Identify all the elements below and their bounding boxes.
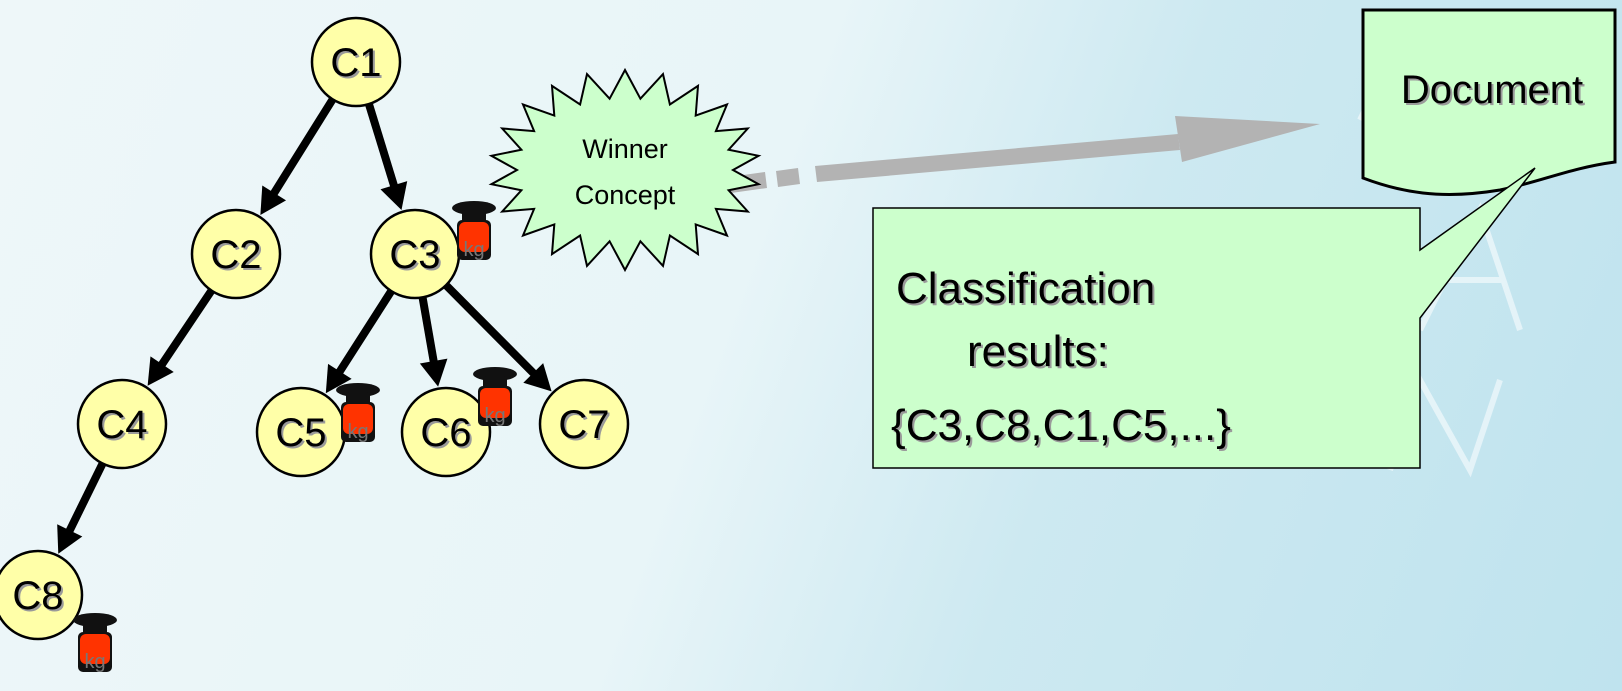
weight-unit-label: kg xyxy=(84,651,105,673)
edge-line xyxy=(418,296,439,366)
callout-line-2: results: xyxy=(967,327,1109,376)
weight-icons: kg kg kg kg xyxy=(73,201,517,673)
node-circle xyxy=(310,16,402,108)
weight-icon: kg xyxy=(336,383,380,443)
document-label: Document xyxy=(1401,68,1583,112)
node-label-shadow: C6 xyxy=(422,413,473,457)
edge-line xyxy=(268,97,337,199)
edge-line xyxy=(64,461,107,536)
arrowhead xyxy=(523,363,552,392)
classification-results-callout: Classification Classification results: r… xyxy=(872,167,1536,469)
edge-C3-C7 xyxy=(443,282,552,392)
node-label-shadow: C2 xyxy=(212,235,263,279)
node-label-shadow: C8 xyxy=(14,576,65,620)
node-circle xyxy=(538,378,630,470)
node-label-shadow: C4 xyxy=(98,405,149,449)
node-label: C7 xyxy=(558,403,609,447)
node-label-shadow: C5 xyxy=(277,413,328,457)
weight-icon: kg xyxy=(473,367,517,427)
node-label-shadow: C7 xyxy=(560,405,611,449)
arrowhead xyxy=(260,185,287,215)
node-label-shadow: C1 xyxy=(332,43,383,87)
edge-C4-C8 xyxy=(57,461,107,554)
node-label: C2 xyxy=(210,233,261,277)
weight-icon: kg xyxy=(452,201,496,261)
callout-line-1: Classification xyxy=(896,264,1155,313)
node-circle xyxy=(0,549,84,641)
edge-C2-C4 xyxy=(147,288,215,386)
weight-icon: kg xyxy=(73,613,117,673)
tree-edges xyxy=(57,97,552,554)
node-label: C4 xyxy=(96,403,147,447)
node-label: C5 xyxy=(275,411,326,455)
node-label-shadow: C3 xyxy=(391,235,442,279)
weight-unit-label: kg xyxy=(484,405,505,427)
edge-C3-C6 xyxy=(418,296,448,387)
edge-C1-C3 xyxy=(365,102,408,211)
weight-unit-label: kg xyxy=(347,421,368,443)
node-circle xyxy=(76,378,168,470)
edge-line xyxy=(365,102,399,191)
node-label: C1 xyxy=(330,41,381,85)
arrowhead xyxy=(419,358,448,387)
arrowhead xyxy=(147,356,174,386)
node-label: C8 xyxy=(12,574,63,618)
callout-line-1-shadow: Classification xyxy=(898,266,1157,315)
document-shape: Document Document xyxy=(1361,8,1617,196)
edge-line xyxy=(334,288,395,377)
node-circle xyxy=(400,386,492,478)
arrowhead xyxy=(57,524,83,554)
edge-line xyxy=(443,282,539,379)
document-label-shadow: Document xyxy=(1403,70,1585,114)
winner-to-document-arrow xyxy=(722,116,1320,194)
edge-line xyxy=(156,288,215,370)
callout-line-3-shadow: {C3,C8,C1,C5,...} xyxy=(893,403,1233,452)
callout-line-3: {C3,C8,C1,C5,...} xyxy=(891,401,1231,450)
callout-line-2-shadow: results: xyxy=(969,329,1111,378)
weight-unit-label: kg xyxy=(463,239,484,261)
edge-C1-C2 xyxy=(260,97,337,215)
winner-concept-burst: Winner Concept xyxy=(488,67,762,273)
burst-line-1: Winner xyxy=(582,134,668,164)
node-label: C6 xyxy=(420,411,471,455)
edge-C3-C5 xyxy=(325,288,395,394)
burst-line-2: Concept xyxy=(575,180,676,210)
arrowhead xyxy=(325,363,352,394)
arrowhead xyxy=(380,181,408,211)
node-label: C3 xyxy=(389,233,440,277)
node-circle xyxy=(190,208,282,300)
